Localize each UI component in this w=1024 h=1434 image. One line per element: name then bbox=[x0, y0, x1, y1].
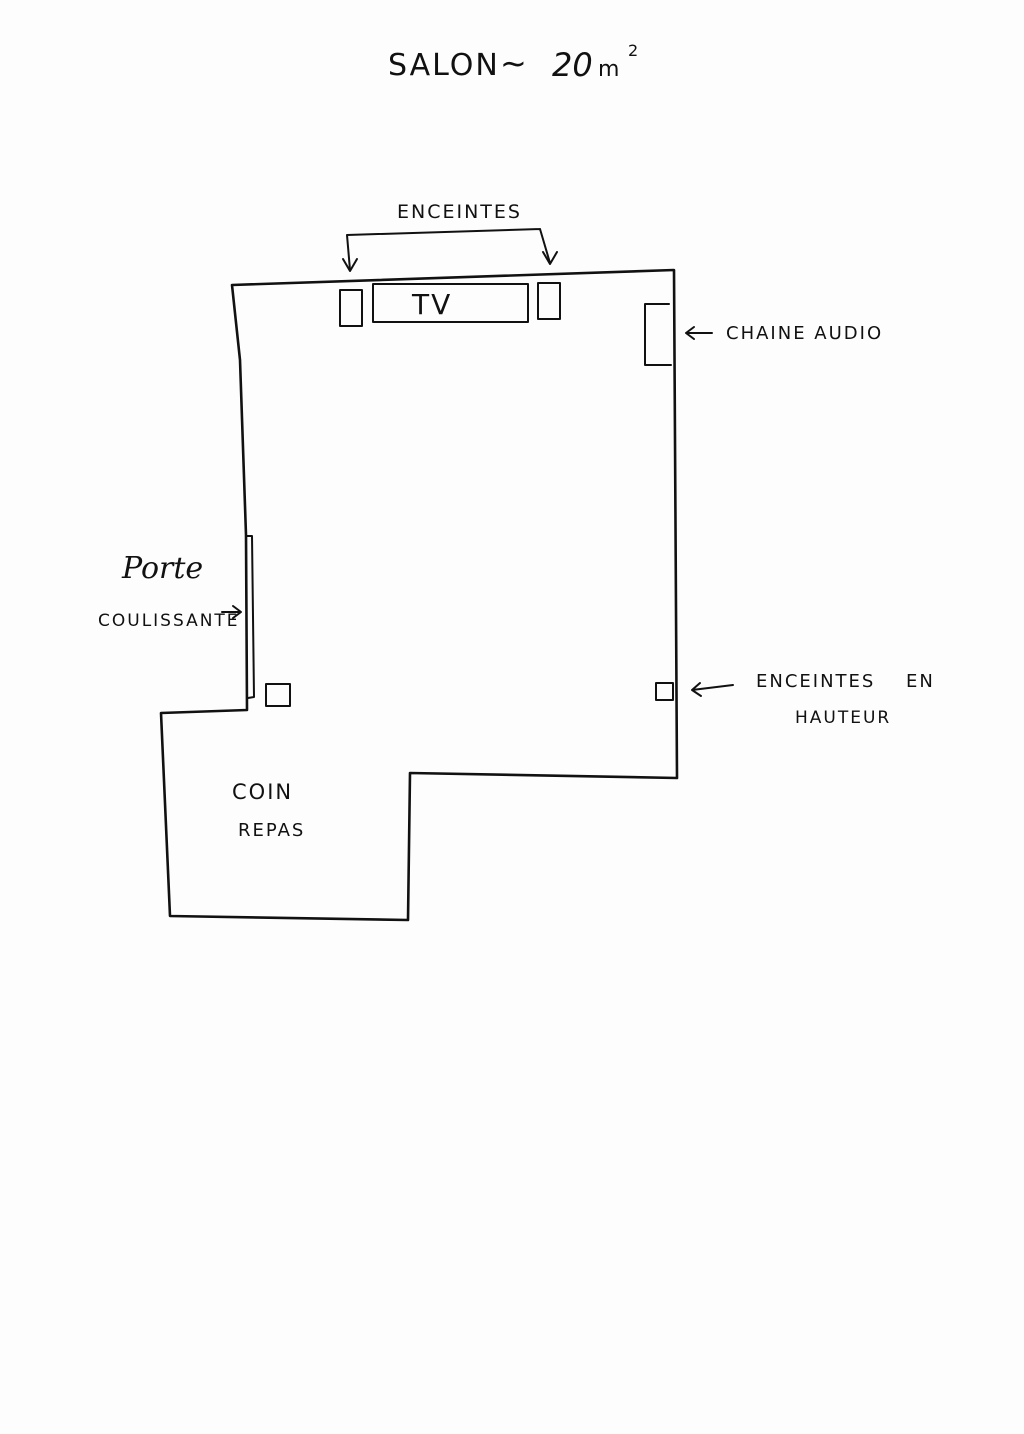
high-speakers-label: ENCEINTES bbox=[756, 671, 875, 692]
speakers-top-label: ENCEINTES bbox=[397, 201, 522, 223]
sliding-door bbox=[245, 535, 255, 699]
room-outline bbox=[159, 268, 679, 922]
door-label: Porte bbox=[121, 551, 203, 586]
tv-unit bbox=[372, 283, 529, 323]
title-approx: ~ bbox=[500, 44, 527, 82]
speaker-left bbox=[339, 289, 363, 327]
speakers-top-bracket bbox=[342, 228, 558, 272]
title-area-unit: m bbox=[598, 57, 619, 82]
dining-label-sub: REPAS bbox=[238, 820, 305, 841]
page-title: SALON ~ 20 m 2 bbox=[388, 41, 638, 84]
hifi-label: CHAINE AUDIO bbox=[726, 323, 883, 344]
arrow-right-icon bbox=[221, 605, 242, 619]
arrow-left-icon bbox=[691, 682, 734, 697]
tv-label: TV bbox=[411, 288, 452, 321]
high-speakers-label-en: EN bbox=[906, 671, 935, 692]
speaker-right bbox=[537, 282, 561, 320]
high-speakers-label-height: HAUTEUR bbox=[795, 708, 891, 728]
door-label-sub: COULISSANTE bbox=[98, 611, 240, 631]
title-area-exponent: 2 bbox=[628, 41, 638, 60]
dining-label: COIN bbox=[232, 780, 293, 804]
speaker-high-right bbox=[655, 682, 674, 701]
title-area-value: 20 bbox=[552, 46, 593, 84]
hifi-unit bbox=[644, 303, 672, 366]
speaker-high-left bbox=[265, 683, 291, 707]
arrow-left-icon bbox=[685, 326, 713, 340]
title-room: SALON bbox=[388, 48, 500, 83]
